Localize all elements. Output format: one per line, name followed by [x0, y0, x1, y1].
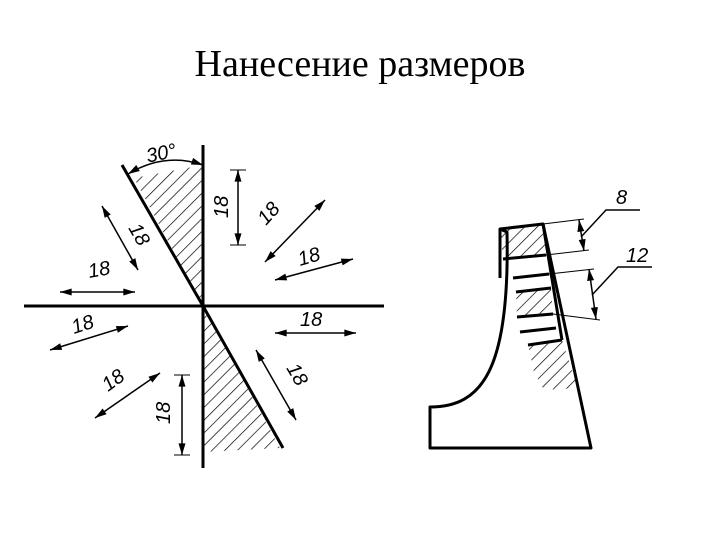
dimension-line	[49, 325, 129, 351]
dimension-label: 18	[124, 220, 154, 250]
upper-hatched-wedge	[134, 165, 203, 306]
leader-line	[580, 209, 640, 238]
dimension-label: 18	[153, 402, 175, 424]
dimension-line	[264, 199, 326, 263]
dimension-line	[274, 258, 354, 281]
extension-line	[542, 218, 585, 225]
section-line	[516, 312, 554, 319]
section-line	[519, 326, 557, 334]
dimension-label: 18	[69, 311, 97, 339]
dimension-label: 18	[295, 244, 322, 271]
bracket-outline	[428, 222, 593, 450]
hatched-section-top	[500, 224, 546, 259]
dimension-label: 18	[253, 198, 284, 229]
leader-label: 8	[616, 187, 627, 209]
upper-slanted-edge	[120, 164, 205, 307]
page-title: Нанесение размеров	[194, 43, 526, 85]
extension-line	[545, 249, 590, 256]
lower-slanted-edge	[201, 305, 285, 449]
angle-arc	[127, 157, 204, 175]
angular-dimension-figure: 30° 18 18 18 18 18 18 18 18 18 18	[24, 140, 384, 468]
dimension-line	[101, 205, 139, 271]
dimension-label: 18	[282, 360, 312, 390]
section-line	[515, 286, 552, 294]
leader-label: 12	[626, 245, 648, 267]
hatched-section-bottom	[528, 340, 578, 390]
dimension-line	[255, 349, 297, 421]
section-line	[512, 272, 550, 280]
bracket-section-figure: 8 12	[428, 187, 652, 450]
dimension-label: 18	[86, 257, 112, 283]
section-line	[502, 253, 547, 261]
hatched-section-middle	[516, 288, 553, 317]
dimension-label: 18	[98, 365, 129, 396]
section-line	[527, 338, 563, 347]
extension-line	[548, 268, 595, 275]
extension-line	[552, 313, 601, 321]
dimension-label: 18	[300, 309, 322, 331]
dimension-label: 18	[211, 196, 233, 218]
dimension-line	[94, 372, 161, 419]
leader-line	[591, 266, 652, 296]
angle-label: 30°	[144, 140, 178, 168]
inner-vertical-line	[541, 223, 564, 341]
